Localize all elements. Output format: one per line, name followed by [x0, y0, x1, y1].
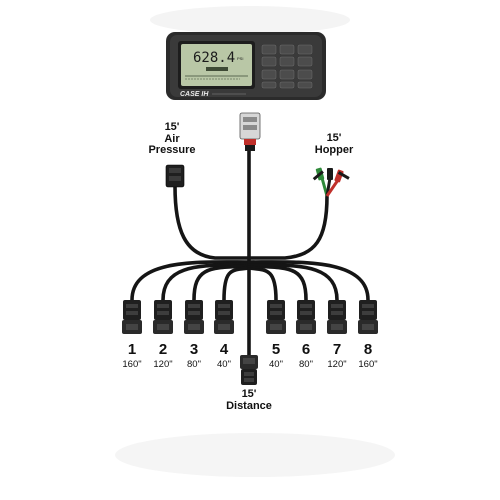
- distance-label: 15' Distance: [219, 388, 279, 412]
- sensor-number-4: 4: [219, 341, 229, 358]
- sensor-width-1: 160": [122, 359, 142, 370]
- keypad-button[interactable]: [297, 69, 313, 80]
- distance-length: 15': [241, 388, 257, 400]
- keypad-button[interactable]: [261, 81, 277, 89]
- air-pressure-cable: [173, 184, 251, 260]
- branch-cable-7: [247, 262, 339, 302]
- branch-cable-6: [247, 264, 308, 302]
- air-pressure-label: 15' Air Pressure: [142, 121, 202, 157]
- sensor-connector-8: [358, 300, 378, 334]
- branch-cable-3: [192, 264, 251, 302]
- keypad-button[interactable]: [279, 56, 295, 67]
- air-pressure-name-line1: Air: [164, 132, 180, 145]
- branch-cable-2: [161, 262, 251, 302]
- lcd-value: 628.4: [193, 50, 235, 66]
- sensor-number-7: 7: [332, 341, 342, 358]
- keypad-button[interactable]: [297, 44, 313, 55]
- hopper-label: 15' Hopper: [304, 132, 364, 156]
- air-pressure-name-line2: Pressure: [148, 144, 196, 157]
- sensor-width-4: 40": [217, 359, 231, 370]
- sensor-width-6: 80": [299, 359, 313, 370]
- monitor-lcd: [181, 44, 252, 86]
- hopper-leads: [312, 167, 350, 197]
- sensor-connector-5: [266, 300, 286, 334]
- keypad-button[interactable]: [261, 56, 277, 67]
- branch-cable-8: [247, 260, 370, 302]
- lcd-unit: PSI: [237, 56, 243, 61]
- harness-cables: [130, 148, 370, 357]
- sensor-connector-7: [327, 300, 347, 334]
- sensor-width-5: 40": [269, 359, 283, 370]
- sensor-width-8: 160": [358, 359, 378, 370]
- keypad-button[interactable]: [279, 69, 295, 80]
- keypad-button[interactable]: [297, 56, 313, 67]
- air-pressure-connector: [165, 164, 185, 188]
- hopper-name: Hopper: [314, 143, 354, 156]
- sensor-connectors: [122, 300, 378, 334]
- hopper-cable: [247, 194, 329, 260]
- keypad-button[interactable]: [261, 69, 277, 80]
- keypad-button[interactable]: [261, 44, 277, 55]
- sensor-width-7: 120": [327, 359, 347, 370]
- sensor-number-1: 1: [127, 341, 137, 358]
- sensor-number-8: 8: [363, 341, 373, 358]
- sensor-connector-6: [296, 300, 316, 334]
- sensor-connector-3: [184, 300, 204, 334]
- sensor-connector-4: [214, 300, 234, 334]
- keypad-button[interactable]: [279, 81, 295, 89]
- sensor-connector-2: [153, 300, 173, 334]
- keypad-button[interactable]: [279, 44, 295, 55]
- monitor-harness-connector: [239, 112, 261, 151]
- keypad-button[interactable]: [297, 81, 313, 89]
- sensor-number-6: 6: [301, 341, 311, 358]
- bottom-shadow: [115, 433, 395, 477]
- monitor-brand-logo: CASE IH: [180, 91, 209, 98]
- branch-cable-5: [247, 266, 278, 302]
- hopper-length: 15': [326, 132, 342, 144]
- branch-cable-1: [130, 260, 251, 302]
- monitor-keypad: [261, 44, 313, 89]
- sensor-connector-1: [122, 300, 142, 334]
- sensor-number-5: 5: [271, 341, 281, 358]
- sensor-number-3: 3: [189, 341, 199, 358]
- distance-name: Distance: [226, 399, 272, 412]
- branch-cable-4: [222, 266, 251, 302]
- top-shadow: [150, 6, 350, 34]
- air-pressure-length: 15': [164, 121, 180, 133]
- distance-connector: [240, 355, 258, 385]
- sensor-number-2: 2: [158, 341, 168, 358]
- monitor: 628.4 PSI CASE IH: [166, 32, 326, 100]
- sensor-width-2: 120": [153, 359, 173, 370]
- sensor-width-3: 80": [187, 359, 201, 370]
